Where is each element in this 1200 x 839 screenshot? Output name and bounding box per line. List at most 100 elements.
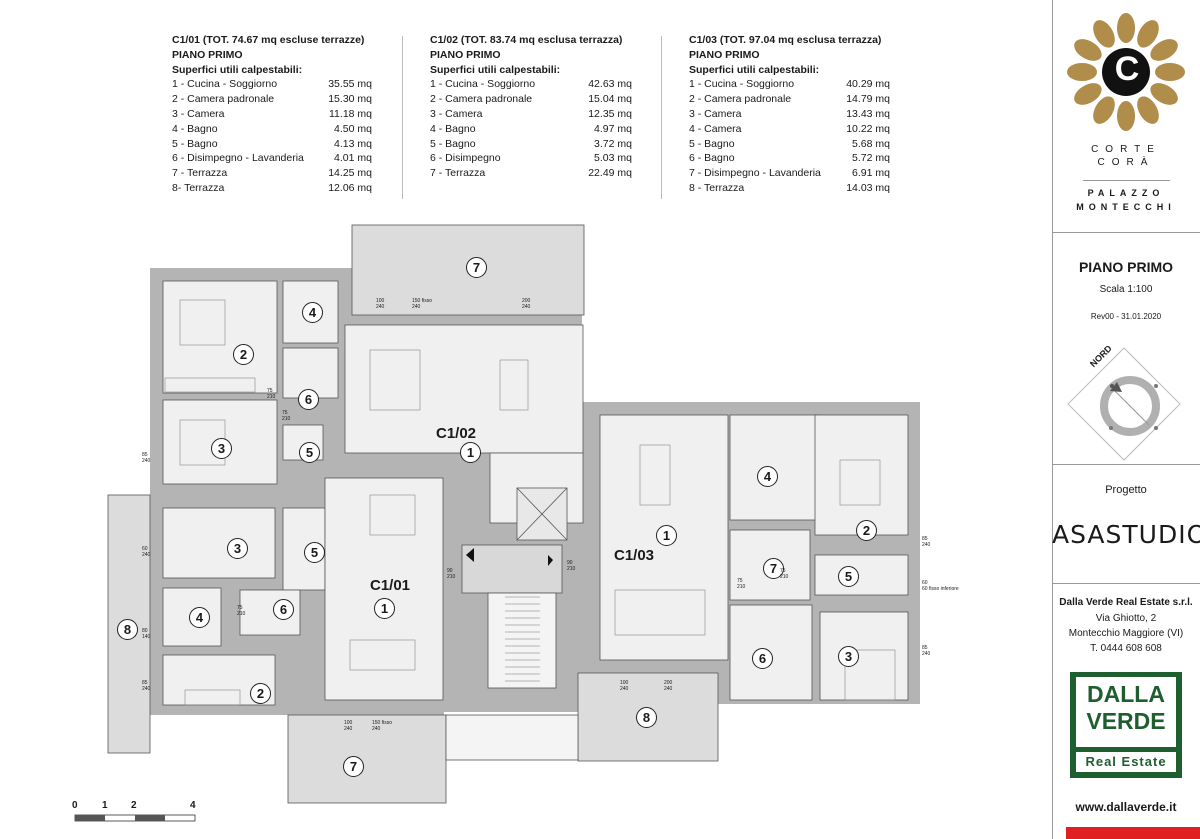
unit-surfaces-label: Superfici utili calpestabili: — [430, 63, 561, 76]
room-area: 35.55 mq — [328, 78, 372, 91]
room-area: 4.50 mq — [334, 122, 372, 135]
unit-table-c1-01: C1/01 (TOT. 74.67 mq escluse terrazze)PI… — [172, 33, 372, 196]
divider — [1052, 232, 1200, 233]
company-street: Via Ghiotto, 2 — [1095, 613, 1157, 624]
room-area: 4.97 mq — [594, 122, 632, 135]
studio-logo: ASASTUDIO — [1052, 520, 1200, 549]
company-phone: T. 0444 608 608 — [1090, 643, 1162, 654]
unit-floor: PIANO PRIMO — [172, 48, 243, 61]
dalla-verde-logo: DALLA VERDE Real Estate — [1070, 672, 1182, 778]
unit-floor: PIANO PRIMO — [689, 48, 760, 61]
room-area: 10.22 mq — [846, 122, 890, 135]
unit-title: C1/03 (TOT. 97.04 mq esclusa terrazza) — [689, 34, 882, 46]
room-name: 2 - Camera padronale — [689, 93, 792, 106]
room-name: 4 - Camera — [689, 122, 742, 135]
dalla-verde-line-1: DALLA — [1087, 681, 1165, 707]
divider — [1052, 583, 1200, 584]
room-row: 7 - Terrazza 14.25 mq — [172, 166, 372, 181]
room-area: 42.63 mq — [588, 78, 632, 91]
title-block — [1052, 0, 1200, 839]
room-area: 12.06 mq — [328, 181, 372, 194]
room-area: 5.72 mq — [852, 152, 890, 165]
room-name: 2 - Camera padronale — [172, 93, 275, 106]
room-name: 4 - Bagno — [172, 122, 218, 135]
website-link[interactable]: www.dallaverde.it — [1075, 800, 1177, 814]
room-row: 3 - Camera 13.43 mq — [689, 107, 890, 122]
logo-initial: C — [1114, 50, 1140, 88]
scale-bar — [74, 814, 196, 822]
room-row: 7 - Disimpegno - Lavanderia 6.91 mq — [689, 166, 890, 181]
corte-cora-logo — [1067, 13, 1185, 131]
room-row: 7 - Terrazza 22.49 mq — [430, 166, 632, 181]
sheet-scale: Scala 1:100 — [1099, 284, 1153, 295]
divider — [1052, 464, 1200, 465]
unit-table-c1-02: C1/02 (TOT. 83.74 mq esclusa terrazza) PI… — [430, 33, 632, 181]
room-row: 4 - Camera 10.22 mq — [689, 122, 890, 137]
room-name: 1 - Cucina - Soggiorno — [689, 78, 795, 91]
dalla-verde-line-3: Real Estate — [1085, 754, 1167, 769]
unit-table-c1-03: C1/03 (TOT. 97.04 mq esclusa terrazza) PI… — [689, 33, 890, 196]
unit-floor: PIANO PRIMO — [430, 48, 501, 61]
logo-line-1: CORTE — [1091, 144, 1161, 155]
building-line-2: MONTECCHI — [1076, 202, 1176, 212]
room-row: 5 - Bagno 4.13 mq — [172, 137, 372, 152]
room-area: 5.03 mq — [594, 152, 632, 165]
room-name: 6 - Disimpegno — [430, 152, 501, 165]
room-name: 6 - Disimpegno - Lavanderia — [172, 152, 304, 165]
north-compass-icon — [1067, 347, 1181, 461]
room-name: 5 - Bagno — [430, 137, 476, 150]
room-name: 5 - Bagno — [172, 137, 218, 150]
room-name: 3 - Camera — [689, 107, 742, 120]
room-area: 14.25 mq — [328, 167, 372, 180]
logo-line-2: CORÀ — [1097, 157, 1155, 168]
room-row: 5 - Bagno 5.68 mq — [689, 137, 890, 152]
dalla-verde-line-2: VERDE — [1086, 708, 1166, 734]
room-name: 8 - Terrazza — [689, 181, 745, 194]
unit-surfaces-label: Superfici utili calpestabili: — [689, 63, 820, 76]
room-name: 1 - Cucina - Soggiorno — [172, 78, 278, 91]
room-area: 15.30 mq — [328, 93, 372, 106]
company-name: Dalla Verde Real Estate s.r.l. — [1059, 597, 1193, 608]
room-row: 4 - Bagno 4.50 mq — [172, 122, 372, 137]
room-area: 4.01 mq — [334, 152, 372, 165]
room-area: 12.35 mq — [588, 107, 632, 120]
divider — [1083, 180, 1170, 181]
floor-plan — [74, 224, 920, 822]
room-area: 4.13 mq — [334, 137, 372, 150]
room-name: 3 - Camera — [430, 107, 483, 120]
room-name: 3 - Camera — [172, 107, 225, 120]
room-name: 5 - Bagno — [689, 137, 735, 150]
room-area: 5.68 mq — [852, 137, 890, 150]
unit-surfaces-label: Superfici utili calpestabili: — [172, 63, 303, 76]
room-name: 7 - Terrazza — [430, 167, 486, 180]
room-name: 7 - Disimpegno - Lavanderia — [689, 167, 821, 180]
room-name: 7 - Terrazza — [172, 167, 228, 180]
sheet-title: PIANO PRIMO — [1078, 259, 1174, 275]
room-row: 2 - Camera padronale 15.30 mq — [172, 92, 372, 107]
room-row: 6 - Disimpegno - Lavanderia 4.01 mq — [172, 151, 372, 166]
accent-bar — [1066, 827, 1200, 839]
company-city: Montecchio Maggiore (VI) — [1068, 628, 1184, 639]
unit-title: C1/02 (TOT. 83.74 mq esclusa terrazza) — [430, 34, 623, 46]
room-area: 13.43 mq — [846, 107, 890, 120]
room-row: 4 - Bagno 4.97 mq — [430, 122, 632, 137]
room-row: 6 - Disimpegno 5.03 mq — [430, 151, 632, 166]
room-area: 6.91 mq — [852, 167, 890, 180]
room-name: 2 - Camera padronale — [430, 93, 533, 106]
room-row: 8 - Terrazza 14.03 mq — [689, 181, 890, 196]
building-line-1: PALAZZO — [1087, 188, 1165, 198]
room-row: 3 - Camera 12.35 mq — [430, 107, 632, 122]
room-area: 11.18 mq — [329, 107, 372, 120]
room-area: 22.49 mq — [588, 167, 632, 180]
sheet-revision: Rev00 - 31.01.2020 — [1090, 312, 1162, 321]
room-row: 3 - Camera 11.18 mq — [172, 107, 372, 122]
room-name: 6 - Bagno — [689, 152, 735, 165]
room-area: 14.03 mq — [846, 181, 890, 194]
room-name: 4 - Bagno — [430, 122, 476, 135]
room-area: 3.72 mq — [594, 137, 632, 150]
